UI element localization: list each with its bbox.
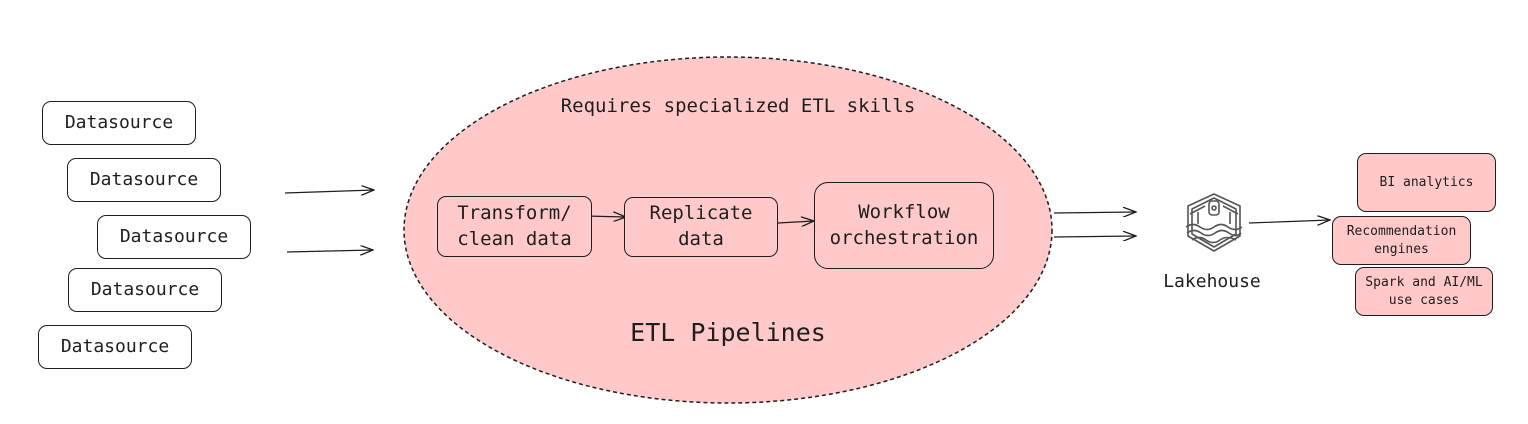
datasource-box-4: Datasource [68, 268, 222, 312]
datasource-box-3: Datasource [97, 215, 251, 259]
stage-line: data [678, 228, 724, 250]
usecase-line: BI analytics [1379, 174, 1474, 190]
arrow-datasources-to-etl-1 [284, 190, 374, 193]
stage-transform-clean: Transform/clean data [437, 196, 592, 257]
stage-line: clean data [457, 227, 572, 250]
arrow-replicate-to-workflow [777, 221, 814, 223]
etl-title: ETL Pipelines [630, 318, 826, 347]
stage-line: Workflow [858, 200, 950, 223]
stage-line: Transform/ [457, 201, 572, 224]
stage-line: Replicate [649, 202, 753, 225]
datasource-box-5: Datasource [38, 325, 192, 369]
datasource-box-1: Datasource [42, 101, 196, 145]
usecase-line: engines [1374, 241, 1429, 257]
usecase-recommendation-engines: Recommendation engines [1332, 216, 1471, 265]
datasource-box-2: Datasource [67, 158, 221, 202]
datasource-label: Datasource [60, 335, 170, 357]
usecase-bi-analytics: BI analytics [1357, 153, 1496, 212]
arrow-datasources-to-etl-2 [286, 250, 373, 252]
lakehouse-label: Lakehouse [1163, 271, 1261, 292]
arrow-etl-to-lakehouse-1 [1053, 212, 1136, 213]
datasource-label: Datasource [119, 225, 229, 247]
datasource-label: Datasource [89, 168, 199, 190]
usecase-line: Spark and AI/ML [1365, 274, 1483, 290]
usecase-spark-ai-ml: Spark and AI/ML use cases [1355, 267, 1493, 316]
datasource-label: Datasource [64, 111, 174, 133]
lakehouse-icon [1185, 193, 1243, 252]
arrow-lakehouse-to-usecases [1248, 220, 1330, 223]
usecase-line: Recommendation [1346, 223, 1457, 239]
stage-workflow-orchestration: Workflow orchestration [814, 182, 994, 269]
stage-replicate: Replicate data [624, 197, 778, 257]
etl-skills-note: Requires specialized ETL skills [560, 95, 916, 117]
arrow-etl-to-lakehouse-2 [1053, 236, 1136, 237]
usecase-line: use cases [1388, 292, 1460, 308]
stage-line: orchestration [829, 226, 979, 249]
datasource-label: Datasource [90, 278, 200, 300]
